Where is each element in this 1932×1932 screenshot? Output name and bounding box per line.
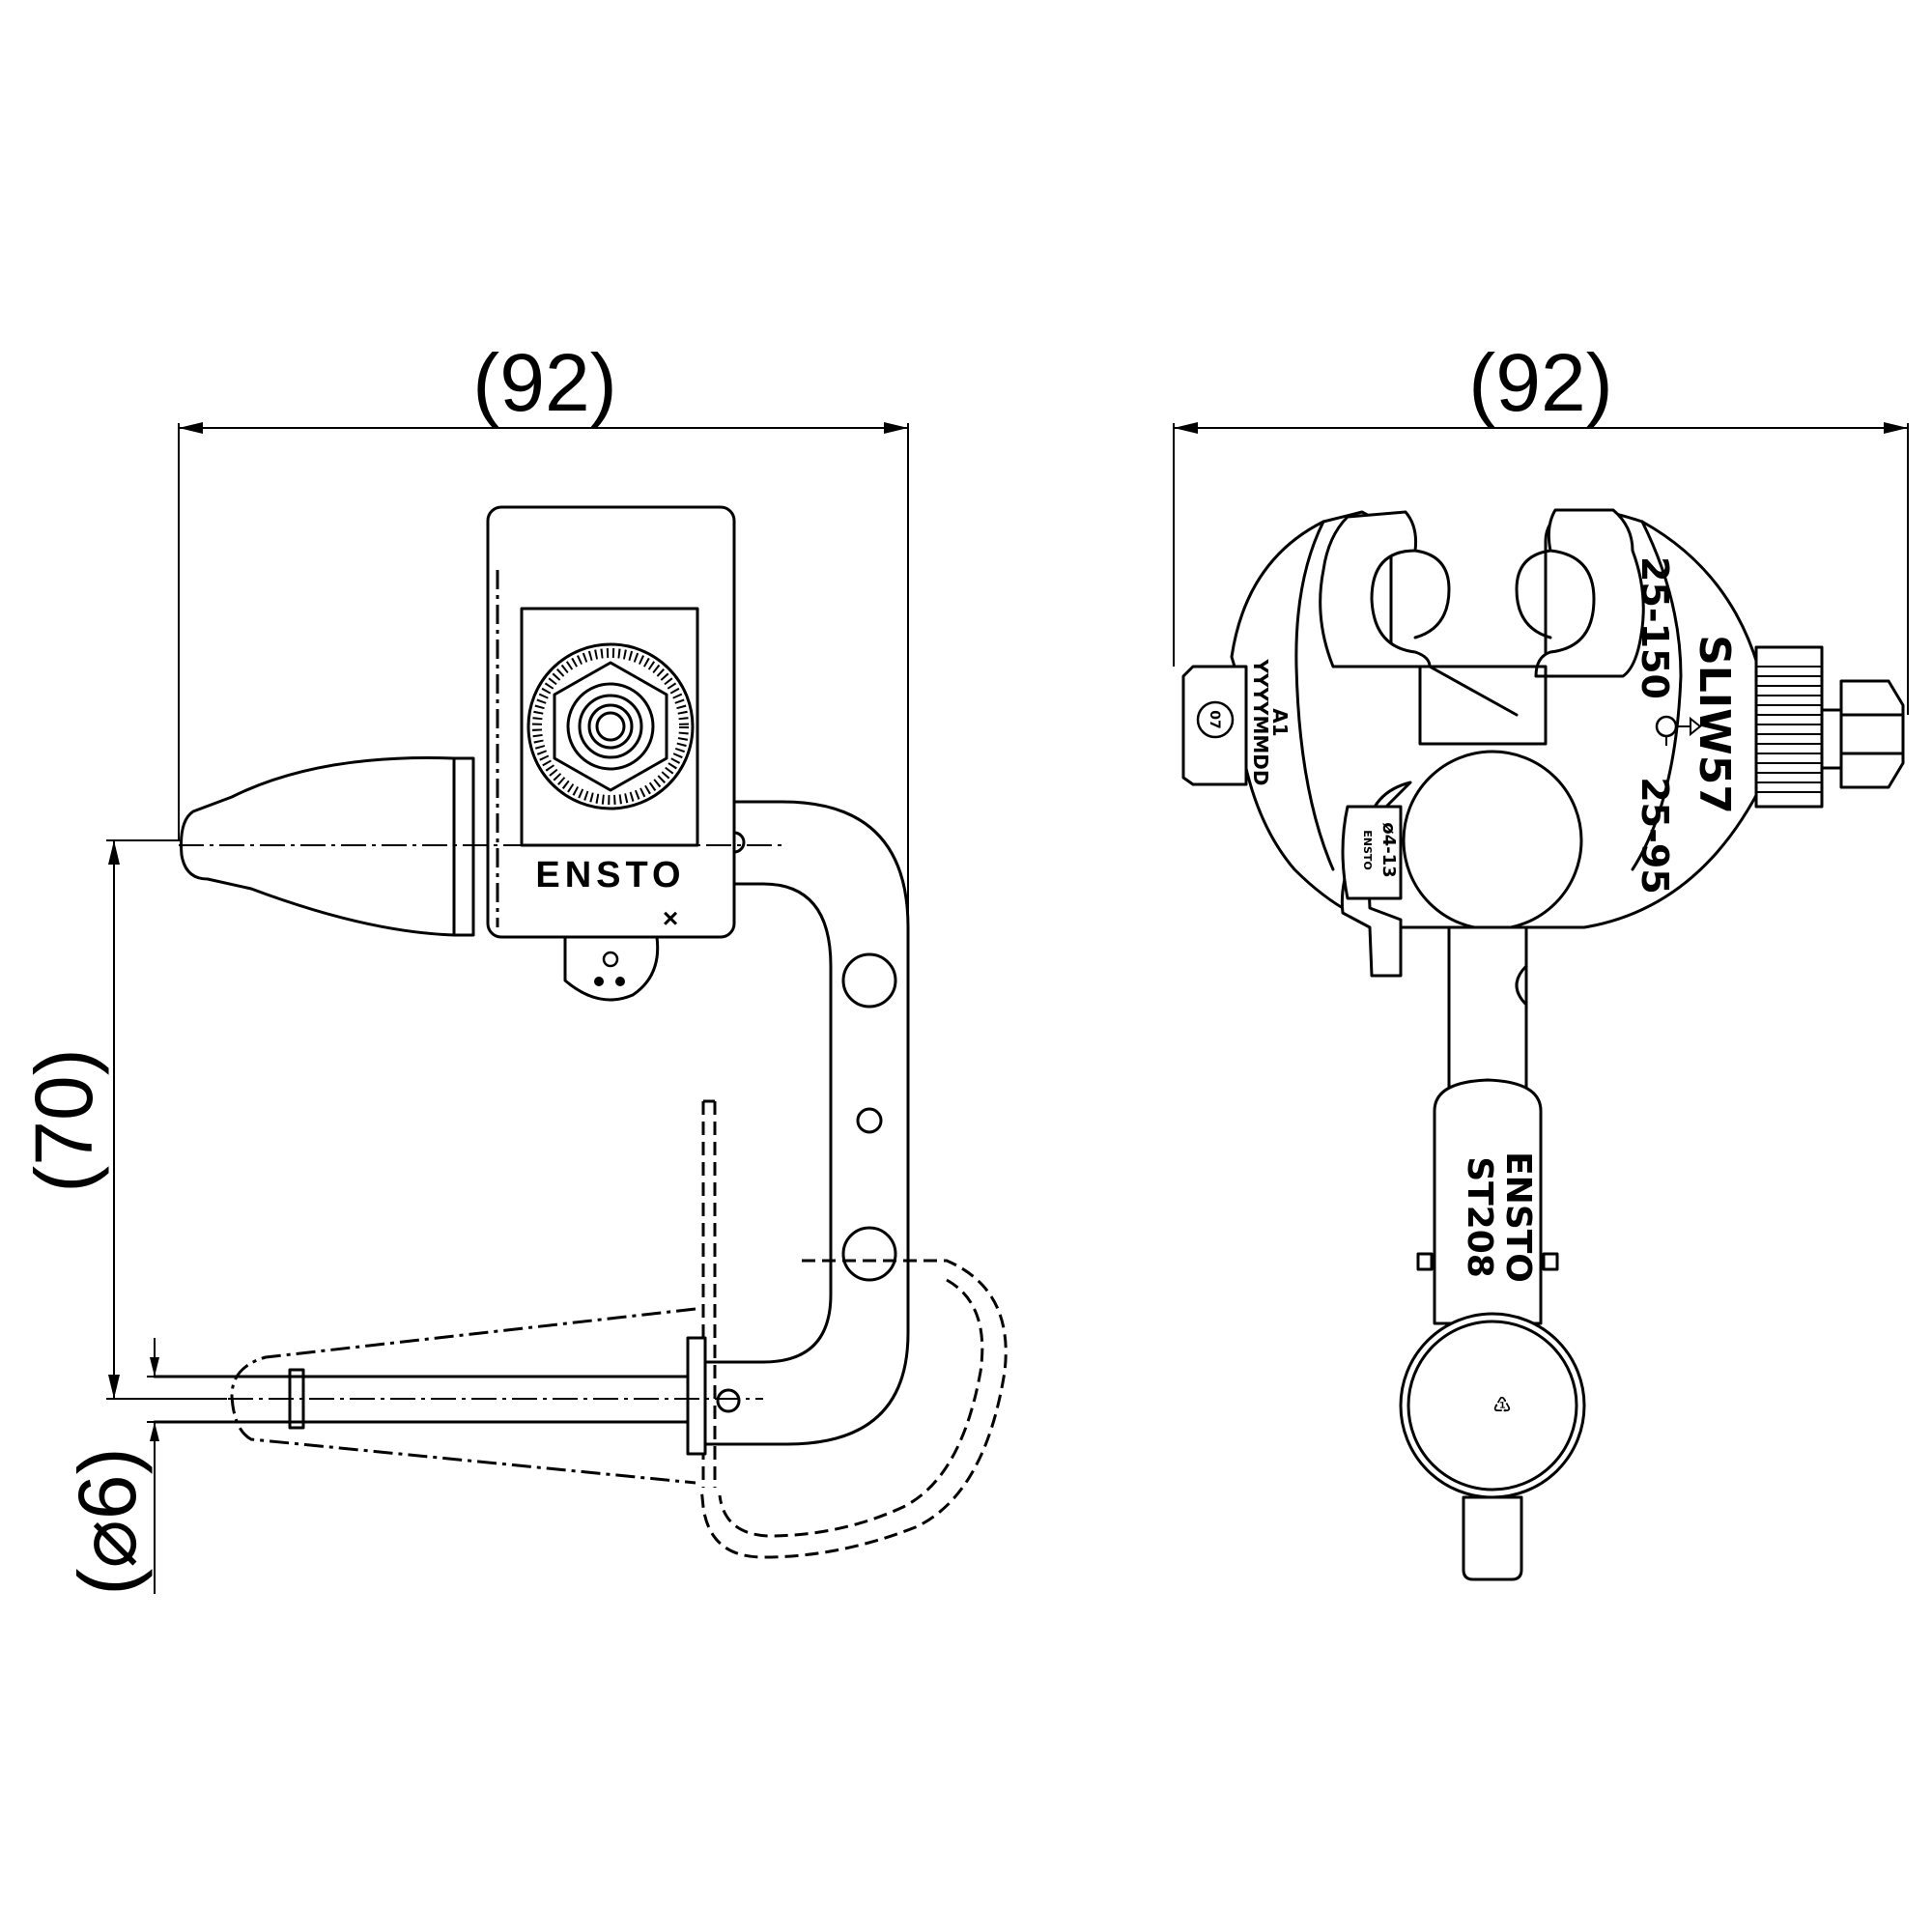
arm-hole-small: [856, 1107, 883, 1134]
housing-mark: ×: [663, 903, 678, 933]
right-view: (92) 07 A1 YYYYMMDD SLIW57 25-150: [1173, 337, 1909, 1581]
arm-pivot: [716, 1388, 741, 1413]
date-tab: [1181, 665, 1248, 786]
left-width-label: (92): [472, 337, 616, 428]
hex-nut: [553, 661, 668, 792]
lower-flange: [686, 1336, 707, 1456]
arm-hole-lower: [841, 1226, 897, 1282]
date-code: A1: [1268, 708, 1292, 736]
height-dimension: (70): [18, 839, 406, 1400]
arm-hole-upper: [841, 952, 897, 1009]
left-view: (92) (70) (⌀6): [18, 337, 1008, 1596]
recycle-code: 07: [1207, 710, 1222, 728]
lower-cap: ENSTO ST208 ♳: [1399, 925, 1586, 1581]
arm-bracket: [694, 800, 910, 1446]
diameter-label: (⌀6): [62, 1447, 153, 1595]
knurled-head: [1754, 645, 1824, 809]
lower-conductor: [153, 1307, 707, 1485]
knurled-nut: [526, 642, 695, 810]
right-width-label: (92): [1468, 337, 1612, 428]
range-main-label: 25-150: [1634, 556, 1676, 699]
bottom-tab: [563, 935, 660, 1002]
recycle-mark: ♳: [1492, 1394, 1512, 1418]
cap-brand-large: ENSTO: [1498, 1151, 1538, 1283]
range-branch-label: 25-95: [1634, 777, 1676, 895]
date-format: YYYYMMDD: [1249, 659, 1272, 786]
connector-housing: ENSTO ×: [486, 505, 736, 1002]
housing-brand: ENSTO: [535, 855, 685, 895]
cap-brand-small: ENSTO: [1361, 830, 1374, 870]
arm-alternate-position: [699, 1259, 1008, 1559]
height-label: (70): [18, 1048, 109, 1192]
upper-cap: [180, 756, 475, 937]
right-width-dimension: (92): [1173, 337, 1909, 715]
cap-range-label: ø4-13: [1378, 822, 1399, 877]
shear-nut: [1839, 679, 1905, 789]
cap-model: ST208: [1460, 1156, 1499, 1278]
direction-icon: [1655, 715, 1702, 746]
end-cap: ø4-13 ENSTO: [1340, 750, 1583, 978]
cable-ball: [1402, 750, 1583, 931]
left-width-dimension: (92): [178, 337, 909, 927]
torque-screw: [1754, 645, 1905, 809]
